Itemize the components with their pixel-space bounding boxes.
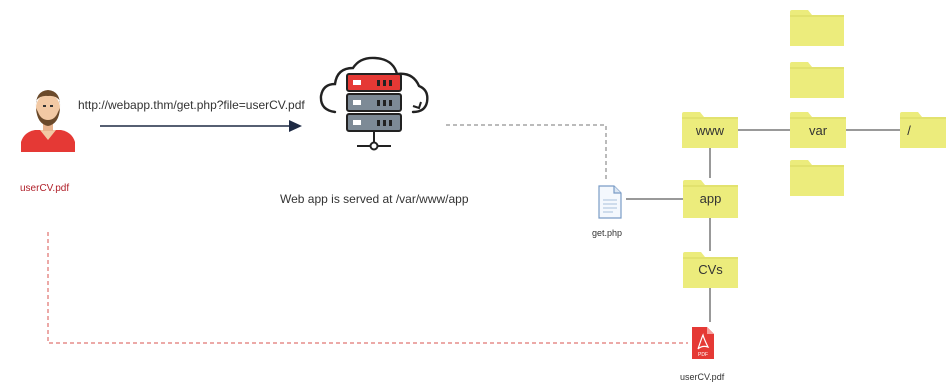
folder-var[interactable]: var <box>790 112 846 148</box>
request-url-label: http://webapp.thm/get.php?file=userCV.pd… <box>78 98 305 112</box>
folder-root-label: / <box>907 123 911 138</box>
folder-icon <box>790 160 844 196</box>
cloud-server-icon <box>319 56 429 151</box>
folder-app-label: app <box>699 191 722 206</box>
user-caption: userCV.pdf <box>20 183 70 194</box>
folder-icon <box>683 180 738 218</box>
folder-icon <box>900 112 946 148</box>
request-arrowhead <box>289 120 302 132</box>
user-avatar-icon <box>21 90 75 152</box>
user-to-cv-dashed-connector <box>47 232 688 344</box>
pdf-badge: PDF <box>698 352 708 358</box>
folder-icon <box>790 112 846 148</box>
folder-app[interactable]: app <box>683 180 738 218</box>
server-caption: Web app is served at /var/www/app <box>280 192 469 206</box>
target-file-caption: userCV.pdf <box>680 372 725 382</box>
folder-icon <box>682 112 738 148</box>
getphp-caption: get.php <box>592 228 623 238</box>
server-to-getphp-dashed-connector <box>446 124 607 180</box>
file-icon <box>598 185 622 219</box>
folder-www-label: www <box>695 123 725 138</box>
folder-icon <box>790 62 844 98</box>
folder-root[interactable]: / <box>900 112 946 148</box>
folder-www[interactable]: www <box>682 112 738 148</box>
folder-icon <box>683 252 738 288</box>
folder-cvs-label: CVs <box>698 262 723 277</box>
pdf-icon: PDF <box>692 327 714 359</box>
folder-icon <box>790 10 844 46</box>
folder-cvs[interactable]: CVs <box>683 252 738 288</box>
folder-var-label: var <box>808 123 828 138</box>
